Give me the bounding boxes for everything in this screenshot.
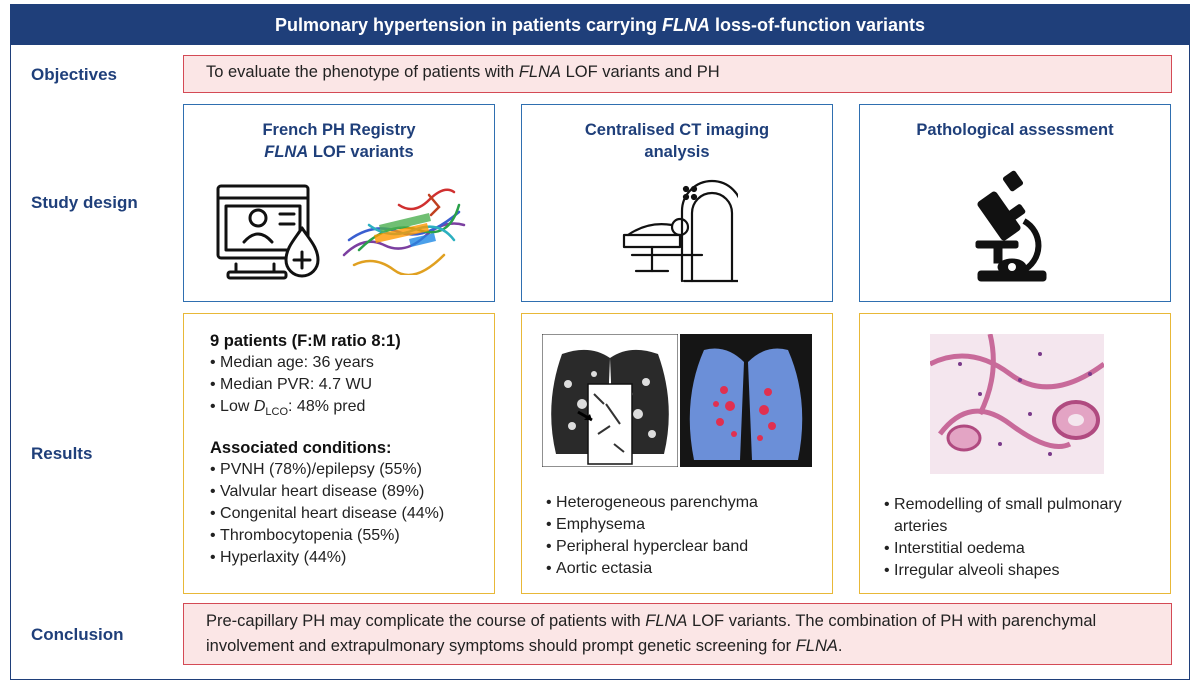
ct-title-line1: Centralised CT imaging [584,121,770,139]
title-gene: FLNA [662,14,711,35]
results-patients-card: 9 patients (F:M ratio 8:1) Median age: 3… [183,313,495,594]
condition-item: PVNH (78%)/epilepsy (55%) [210,459,444,481]
label-objectives: Objectives [31,65,117,84]
ct-finding: Emphysema [546,514,758,536]
ct-scanner-icon [622,179,738,283]
conditions-list: PVNH (78%)/epilepsy (55%) Valvular heart… [210,459,444,569]
ct-finding: Heterogeneous parenchyma [546,492,758,514]
condition-item: Congenital heart disease (44%) [210,503,444,525]
label-study-design: Study design [31,193,138,212]
pathology-finding: Irregular alveoli shapes [884,560,1164,582]
median-age: Median age: 36 years [210,352,444,374]
computer-medical-icon [216,184,320,280]
conclusion-box: Pre-capillary PH may complicate the cour… [183,603,1172,665]
condition-item: Valvular heart disease (89%) [210,481,444,503]
pathology-finding: Remodelling of small pulmonary arteries [884,494,1164,538]
histology-image [930,334,1104,474]
condition-item: Hyperlaxity (44%) [210,547,444,569]
pathology-findings-list: Remodelling of small pulmonary arteries … [884,494,1164,582]
registry-title: French PH Registry [262,121,416,139]
pathology-card: Pathological assessment [859,104,1171,302]
ct-finding: Aortic ectasia [546,558,758,580]
condition-item: Thrombocytopenia (55%) [210,525,444,547]
ct-card: Centralised CT imaging analysis [521,104,833,302]
objective-gene: FLNA [518,63,561,81]
microscope-icon [975,170,1047,282]
results-ct-card: Heterogeneous parenchyma Emphysema Perip… [521,313,833,594]
label-results: Results [31,444,93,463]
pathology-title: Pathological assessment [916,121,1114,139]
median-pvr: Median PVR: 4.7 WU [210,374,444,396]
ct-lung-scan-image [542,334,678,467]
patients-heading: 9 patients (F:M ratio 8:1) [210,332,401,350]
ct-findings-list: Heterogeneous parenchyma Emphysema Perip… [546,492,758,580]
graphical-abstract-frame: Pulmonary hypertension in patients carry… [10,4,1190,680]
dlco: Low DLCO: 48% pred [210,396,444,423]
pathology-finding: Interstitial oedema [884,538,1164,560]
conditions-heading: Associated conditions: [210,439,392,458]
title-bar: Pulmonary hypertension in patients carry… [11,5,1189,45]
ct-title-line2: analysis [644,143,710,161]
registry-card: French PH Registry FLNA LOF variants [183,104,495,302]
objective-box: To evaluate the phenotype of patients wi… [183,55,1172,93]
ct-finding: Peripheral hyperclear band [546,536,758,558]
patients-list: Median age: 36 years Median PVR: 4.7 WU … [210,352,444,423]
title: Pulmonary hypertension in patients carry… [274,14,926,35]
label-conclusion: Conclusion [31,625,124,644]
ct-3d-rendering-image [680,334,812,467]
protein-structure-image [342,188,466,275]
registry-subtitle: FLNA LOF variants [264,143,414,161]
results-pathology-card: Remodelling of small pulmonary arteries … [859,313,1171,594]
